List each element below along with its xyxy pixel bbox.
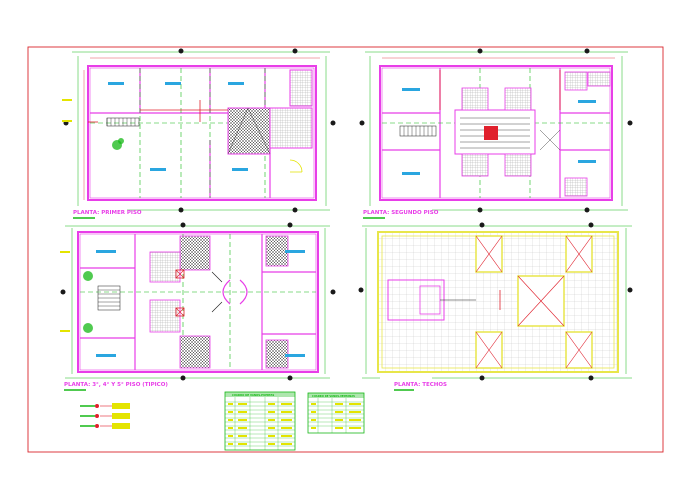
plan-typical-floor-title: PLANTA: 3°, 4° Y 5° PISO (TIPICO): [64, 382, 168, 388]
plan-first-floor: PLANTA: PRIMER PISO: [62, 48, 336, 219]
plan-first-floor-title: PLANTA: PRIMER PISO: [73, 210, 142, 216]
door-schedule-title: CUADRO DE VANOS-PUERTAS: [232, 393, 274, 397]
door-schedule: CUADRO DE VANOS-PUERTAS: [224, 391, 296, 451]
plan-roof: PLANTA: TECHOS: [358, 222, 633, 391]
window-schedule-title: CUADRO DE VANOS-VENTANAS: [312, 394, 355, 398]
window-schedule: CUADRO DE VANOS-VENTANAS: [307, 392, 365, 434]
plan-second-floor: PLANTA: SEGUNDO PISO: [359, 48, 633, 219]
plan-roof-title: PLANTA: TECHOS: [394, 382, 447, 388]
plan-second-floor-title: PLANTA: SEGUNDO PISO: [363, 210, 439, 216]
sheet-frame: [27, 46, 664, 453]
plan-typical-floor: PLANTA: 3°, 4° Y 5° PISO (TIPICO): [60, 222, 336, 391]
level-legend: [80, 403, 130, 429]
